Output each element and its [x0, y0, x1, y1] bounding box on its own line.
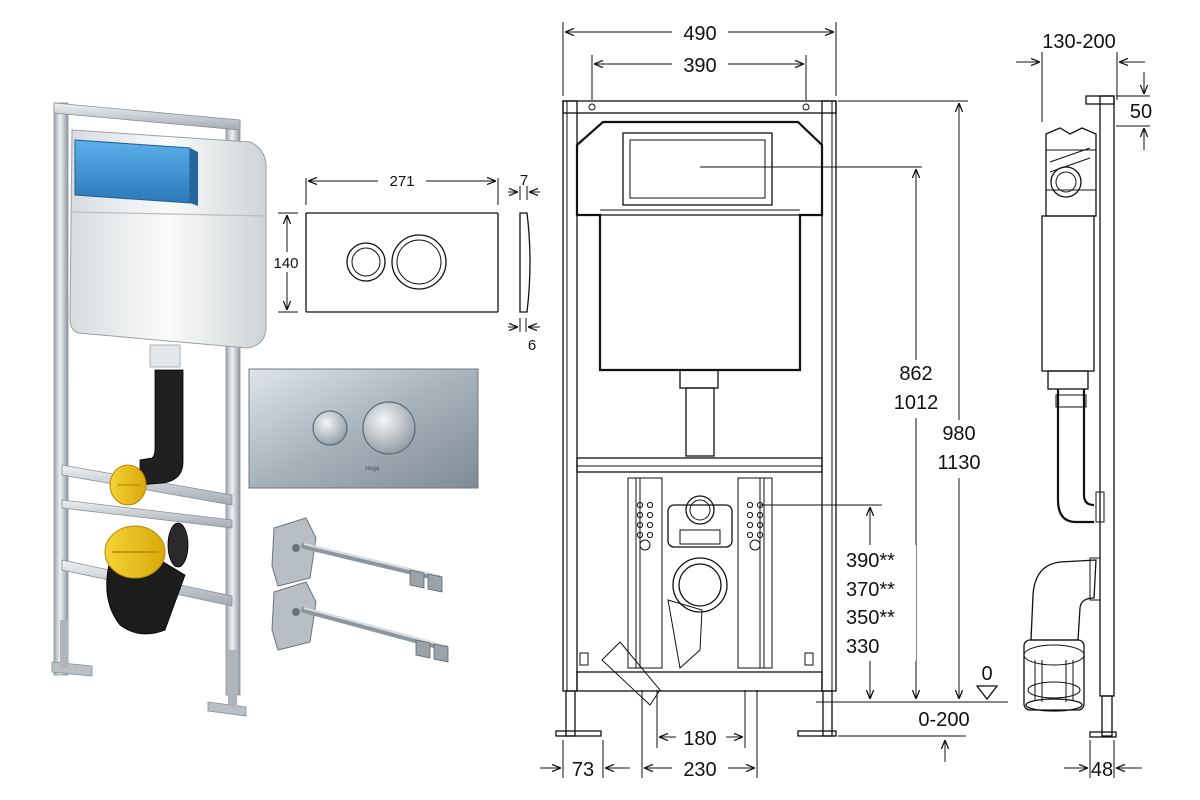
- floor-zero-label: 0: [981, 663, 992, 685]
- outlet-height-350: 350**: [846, 607, 895, 629]
- chrome-small-button: [312, 410, 348, 446]
- plate-width-label: 271: [389, 173, 414, 190]
- elevation-left-leg: [565, 690, 576, 737]
- product-render: [51, 102, 267, 717]
- elevation-bottom-rail: [576, 671, 823, 692]
- frame-left-upright: [53, 102, 69, 676]
- frame-right-leg: [228, 650, 237, 706]
- elevation-flush-bracket: [667, 504, 733, 548]
- plate-depth-bottom-label: 6: [528, 337, 536, 354]
- chrome-large-button: [362, 401, 416, 455]
- height-862-label: 862: [899, 363, 932, 385]
- elevation-cistern: [575, 120, 824, 372]
- waste-bend: [106, 559, 186, 635]
- small-button-outline: [346, 242, 386, 282]
- side-flush-pipe: [1056, 389, 1094, 524]
- elevation-right-leg: [822, 690, 833, 737]
- inspection-cap-side: [190, 148, 198, 206]
- inspection-cap: [74, 139, 191, 204]
- side-upright: [1099, 95, 1115, 697]
- side-valve-housing: [1045, 127, 1097, 217]
- frame-left-leg: [60, 620, 68, 668]
- plate-side-profile: [519, 212, 531, 313]
- frame-top-rail: [53, 102, 241, 131]
- flush-outlet-neck: [149, 344, 181, 368]
- side-leg-label: 48: [1091, 759, 1113, 781]
- anchor-bolt-lower: [271, 581, 449, 663]
- outlet-height-370: 370**: [846, 579, 895, 601]
- cistern-shoulder: [71, 211, 267, 217]
- elevation-mid-rail: [576, 457, 823, 473]
- side-cistern: [1041, 215, 1095, 372]
- height-1012-label: 1012: [894, 392, 939, 414]
- flush-plate-render: viega: [248, 368, 479, 489]
- anchor-bolt-upper: [271, 517, 443, 593]
- plate-outline: [305, 212, 499, 313]
- outlet-height-390: 390**: [846, 550, 895, 572]
- frame-cross-rail-2: [61, 499, 233, 529]
- frame-width-label: 490: [683, 23, 716, 45]
- plate-depth-top-label: 7: [520, 172, 528, 189]
- large-button-outline: [391, 234, 447, 290]
- elevation-bolt-holes: [636, 501, 764, 551]
- inner-width-label: 230: [683, 759, 716, 781]
- side-waste-bend: [1030, 559, 1097, 641]
- anchor-bolts: [271, 517, 449, 663]
- frame-right-foot: [207, 701, 247, 717]
- front-elevation: 490 390 862 1012 980 1130 390** 370** 35…: [540, 18, 1008, 781]
- plate-brand-mark: viega: [365, 466, 380, 472]
- height-1130-label: 1130: [937, 452, 980, 474]
- plate-height-label: 140: [273, 255, 298, 272]
- elevation-right-upright: [821, 100, 837, 692]
- floor-range-label: 0-200: [918, 709, 969, 731]
- elevation-waste-outlet: [672, 557, 728, 613]
- leg-offset-label: 73: [572, 759, 594, 781]
- depth-range-label: 130-200: [1042, 31, 1115, 53]
- elevation-top-rail: [562, 100, 837, 114]
- top-offset-label: 50: [1130, 101, 1152, 123]
- flush-plate-drawing: 271 140 7 6: [270, 168, 540, 354]
- frame-cross-rail-1: [61, 464, 233, 506]
- side-elevation: 130-200 50 48: [1016, 31, 1152, 781]
- floor-zero-marker: [975, 685, 999, 701]
- elevation-inspection-opening: [622, 132, 773, 206]
- pipe-spacing-label: 180: [683, 728, 716, 750]
- height-980-label: 980: [942, 423, 975, 445]
- elevation-left-upright: [562, 100, 578, 692]
- outlet-height-330: 330: [846, 636, 879, 658]
- flush-pipe: [139, 369, 184, 486]
- anchor-spacing-label: 390: [683, 55, 716, 77]
- side-waste-outlet: [1023, 639, 1085, 711]
